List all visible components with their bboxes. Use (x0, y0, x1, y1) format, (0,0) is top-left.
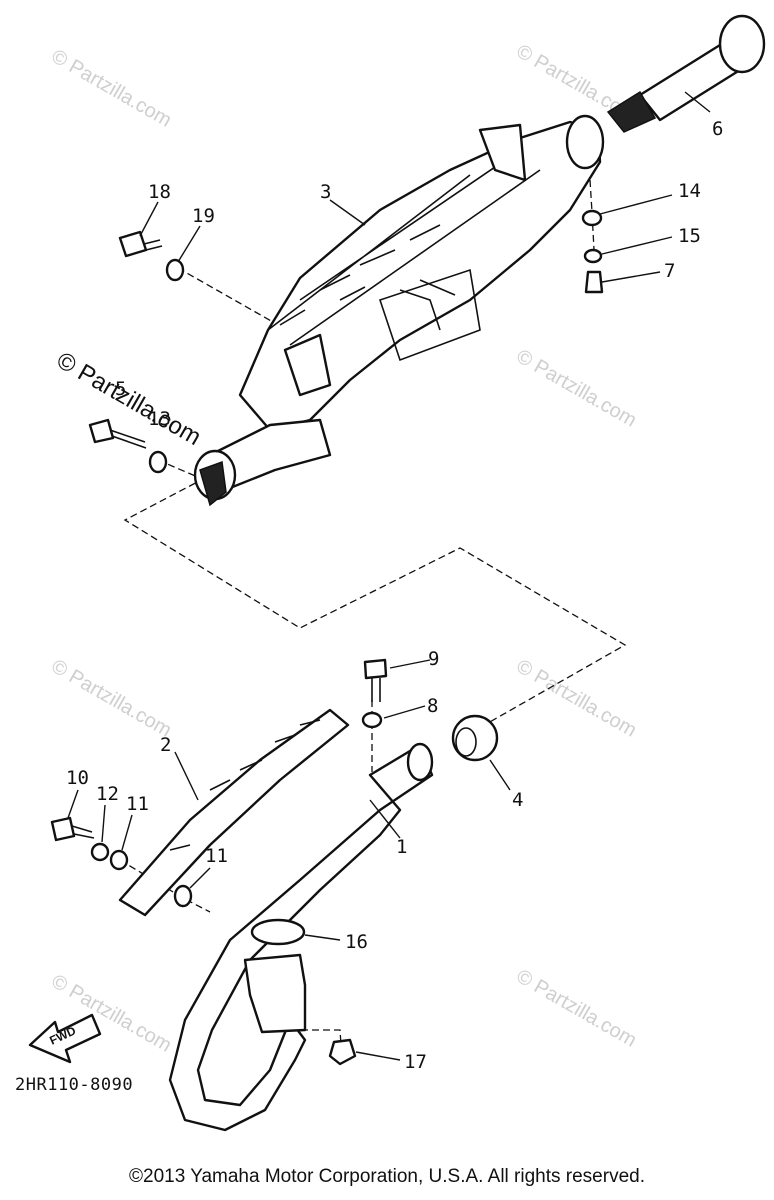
callouts: 18 19 3 6 14 15 7 5 13 9 8 2 4 1 10 12 1… (66, 118, 723, 1073)
callout-1: 1 (396, 836, 407, 858)
callout-5: 5 (115, 378, 126, 400)
washer-14 (581, 209, 603, 227)
callout-11: 11 (126, 793, 149, 815)
callout-19: 19 (192, 205, 215, 227)
protector-2 (118, 708, 350, 917)
callout-7: 7 (664, 260, 675, 282)
assembly-line (119, 859, 211, 913)
washer-11a (109, 849, 129, 871)
callout-3: 3 (320, 181, 331, 203)
callout-4: 4 (512, 789, 523, 811)
washer-19 (165, 258, 185, 282)
callout-13: 13 (148, 408, 171, 430)
assembly-line (177, 267, 281, 327)
bolt-10 (50, 816, 76, 842)
bolt-9-shank (371, 678, 381, 702)
exhaust-pipe-1 (168, 742, 434, 1132)
washer-8 (361, 711, 383, 729)
copyright-text: ©2013 Yamaha Motor Corporation, U.S.A. A… (129, 1166, 645, 1187)
callout-11: 11 (205, 845, 228, 867)
watermark: © Partzilla.com (48, 655, 176, 741)
callout-18: 18 (148, 181, 171, 203)
callout-12: 12 (96, 783, 119, 805)
callout-17: 17 (404, 1051, 427, 1073)
callout-9: 9 (428, 648, 439, 670)
bolt-7 (584, 270, 604, 294)
callout-15: 15 (678, 225, 701, 247)
gasket-4 (451, 714, 499, 762)
flange (243, 953, 307, 1034)
washer-11b (173, 884, 193, 908)
tail-pipe-6 (606, 14, 766, 133)
callout-14: 14 (678, 180, 701, 202)
watermark-dark: © Partzilla.com (52, 347, 206, 451)
nut-17 (328, 1038, 357, 1066)
watermark: © Partzilla.com (513, 965, 641, 1051)
leader-lines (67, 91, 711, 1061)
bolt-18 (118, 230, 163, 258)
nut-12 (90, 842, 110, 862)
muffler-3 (238, 114, 605, 432)
bolt-10-shank (71, 825, 95, 839)
diagram-code: 2HR110-8090 (15, 1075, 133, 1095)
fwd-arrow: FWD (28, 1013, 102, 1064)
bolt-9 (363, 658, 388, 680)
callout-2: 2 (160, 734, 171, 756)
bolt-5 (88, 418, 147, 449)
gasket-16 (250, 918, 306, 946)
watermark: © Partzilla.com (513, 345, 641, 431)
callout-10: 10 (66, 767, 89, 789)
inlet-pipe (193, 418, 332, 507)
callout-6: 6 (712, 118, 723, 140)
watermark: © Partzilla.com (48, 45, 176, 131)
assembly-line (123, 477, 627, 724)
washer-13 (148, 450, 168, 474)
assembly-line (157, 459, 201, 479)
assembly-line (589, 179, 595, 251)
callout-16: 16 (345, 931, 368, 953)
callout-8: 8 (427, 695, 438, 717)
washer-15 (583, 248, 603, 264)
